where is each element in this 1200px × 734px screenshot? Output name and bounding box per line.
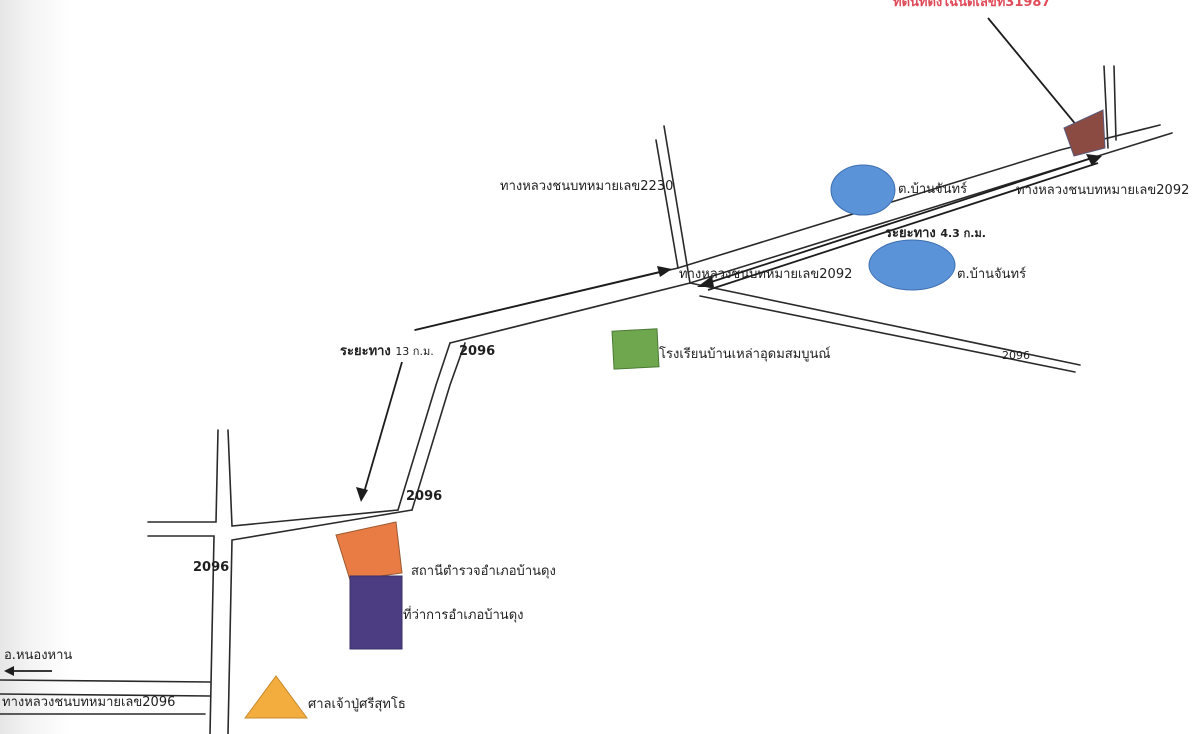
road-2096-south-left <box>397 342 451 511</box>
place-label-district-office: ที่ว่าการอำเภอบ้านดุง <box>403 608 524 623</box>
road-west-upper <box>227 429 399 527</box>
road-west-lower <box>227 509 413 734</box>
land-plot-title: ที่ดินที่ตั้งโฉนดเลขที่31987 <box>893 0 1051 10</box>
road-label-2230: ทางหลวงชนบทหมายเลข2230 <box>500 179 674 194</box>
road-number-2096-west: 2096 <box>193 560 230 575</box>
arrow-13km-head-district <box>356 487 368 502</box>
ban-chan-area-1 <box>830 164 896 216</box>
distance-arrows <box>4 17 1102 676</box>
arrow-13km-head-junction <box>657 266 672 277</box>
road-east-vertical-right <box>1113 65 1117 141</box>
arrow-4-3km-line-a <box>704 156 1096 285</box>
road-bottom-lower <box>0 693 211 697</box>
road-2230-right-edge <box>663 125 691 284</box>
shrine-marker <box>244 675 308 719</box>
distance-label-13km: ระยะทาง 13 ก.ม. <box>340 345 434 358</box>
road-west-stub-lower <box>147 535 215 734</box>
arrow-13km-to-district <box>362 361 403 497</box>
place-label-nong-han: อ.หนองหาน <box>4 648 73 663</box>
arrow-4-3km-head-right <box>1086 154 1102 166</box>
distance-value: 4.3 ก.ม. <box>940 227 986 240</box>
distance-label-4-3km: ระยะทาง 4.3 ก.ม. <box>885 227 986 240</box>
road-2096-south-right <box>411 342 466 511</box>
road-label-2096-bottom: ทางหลวงชนบทหมายเลข2096 <box>2 695 176 710</box>
arrow-4-3km-line-b <box>707 162 1099 291</box>
place-label-ban-chan-2: ต.บ้านจันทร์ <box>957 267 1027 282</box>
road-west-stub-upper <box>147 429 219 523</box>
arrow-4-3km-head-left <box>697 276 714 287</box>
school-marker <box>611 328 660 370</box>
road-bottom-upper <box>0 679 211 683</box>
place-label-school: โรงเรียนบ้านเหล่าอุดมสมบูนณ์ <box>659 347 831 362</box>
distance-prefix: ระยะทาง <box>340 344 391 359</box>
road-2230-left-edge <box>655 139 679 269</box>
road-label-2092-east: ทางหลวงชนบทหมายเลข2092 <box>1016 183 1190 198</box>
road-network <box>0 65 1173 734</box>
distance-value: 13 ก.ม. <box>395 345 434 358</box>
place-label-ban-chan-1: ต.บ้านจันทร์ <box>898 182 968 197</box>
road-number-2096-north: 2096 <box>459 344 496 359</box>
road-2096-east-lower <box>699 295 1076 373</box>
arrow-nong-han-head <box>4 666 14 676</box>
distance-prefix: ระยะทาง <box>885 226 936 241</box>
arrow-title-to-plot <box>987 17 1083 133</box>
arrow-13km-to-junction <box>414 269 669 331</box>
place-label-shrine: ศาลเจ้าปู่ศรีสุทโธ <box>308 697 406 712</box>
ban-chan-area-2 <box>868 239 956 291</box>
road-east-vertical-left <box>1103 65 1109 149</box>
road-main-lower-edge <box>449 132 1173 344</box>
road-main-upper-edge <box>414 124 1161 331</box>
road-label-2092-junction: ทางหลวงชนบทหมายเลข2092 <box>679 267 853 282</box>
district-office-marker <box>349 575 403 650</box>
land-plot-marker <box>1063 109 1106 157</box>
place-label-police: สถานีตำรวจอำเภอบ้านดุง <box>411 564 556 579</box>
police-station-marker <box>335 521 403 581</box>
road-number-2096-east: 2096 <box>1002 349 1030 362</box>
landmarks <box>244 109 1106 719</box>
scan-margin-shade <box>0 0 70 734</box>
road-number-2096-south: 2096 <box>406 489 443 504</box>
road-2096-east-upper <box>689 282 1081 366</box>
